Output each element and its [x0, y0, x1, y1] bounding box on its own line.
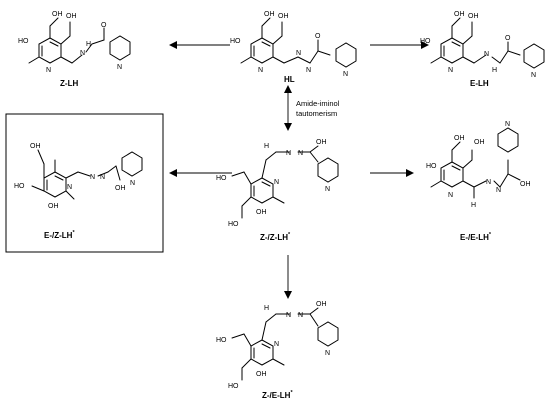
zzlh-h: H: [264, 143, 269, 150]
eelh-py-n: N: [505, 121, 510, 128]
arrow-label-line2: tautomerism: [296, 109, 337, 118]
hl-n2: N: [306, 67, 311, 74]
elh-ring-n: N: [448, 67, 453, 74]
zlh-oh-2: OH: [66, 13, 77, 20]
ezlh-oh-2: OH: [48, 203, 59, 210]
label-zz-lh: Z-/Z-LH*: [260, 232, 291, 242]
zlh-nh: H: [86, 41, 91, 48]
zelh-oh-1: OH: [316, 301, 327, 308]
eelh-ring-n: N: [448, 192, 453, 199]
structure-hl: [240, 17, 357, 68]
elh-ho: HO: [420, 38, 431, 45]
structure-zz-lh: [231, 145, 339, 219]
zelh-ring-n: N: [274, 341, 279, 348]
label-ee-lh: E-/E-LH*: [460, 232, 492, 242]
structure-ze-lh: [231, 307, 339, 381]
ezlh-ring-n: N: [67, 184, 72, 191]
zzlh-ho-1: HO: [216, 175, 227, 182]
eelh-h: H: [471, 202, 476, 209]
zelh-ho-2: HO: [228, 383, 239, 390]
eelh-n1: N: [486, 179, 491, 186]
structure-e-lh: [430, 17, 545, 69]
zzlh-oh-2: OH: [256, 209, 267, 216]
ezlh-oh-3: OH: [115, 185, 126, 192]
zzlh-ho-2: HO: [228, 221, 239, 228]
label-ez-lh: E-/Z-LH*: [44, 230, 75, 240]
elh-oh-1: OH: [454, 11, 465, 18]
zelh-py-n: N: [325, 350, 330, 357]
hl-oh-2: OH: [278, 13, 289, 20]
ezlh-py-n: N: [130, 180, 135, 187]
structure-ee-lh: [430, 127, 521, 199]
zzlh-n2: N: [298, 150, 303, 157]
zlh-ring-n: N: [46, 67, 51, 74]
zlh-py-n: N: [117, 64, 122, 71]
ezlh-oh-1: OH: [30, 143, 41, 150]
eelh-oh-3: OH: [520, 181, 531, 188]
eelh-n2: N: [496, 187, 501, 194]
structure-z-lh: [28, 17, 131, 64]
ezlh-n2: N: [100, 174, 105, 181]
elh-nh: H: [492, 67, 497, 74]
elh-n: N: [484, 51, 489, 58]
hl-o: O: [315, 33, 321, 40]
label-z-lh: Z-LH: [60, 79, 78, 88]
zelh-n2: N: [298, 312, 303, 319]
zzlh-n1: N: [286, 150, 291, 157]
ezlh-ho: HO: [14, 183, 25, 190]
ezlh-n1: N: [90, 174, 95, 181]
hl-py-n: N: [343, 71, 348, 78]
highlight-box: [5, 113, 164, 253]
zelh-oh-2: OH: [256, 371, 267, 378]
zlh-oh-1: OH: [52, 11, 63, 18]
zelh-h: H: [264, 305, 269, 312]
zlh-ho: HO: [18, 38, 29, 45]
hl-ho: HO: [230, 38, 241, 45]
arrow-label-line1: Amide-iminol: [296, 99, 340, 108]
elh-py-n: N: [531, 72, 536, 79]
structure-ez-lh: [31, 149, 143, 200]
eelh-oh-2: OH: [474, 139, 485, 146]
zelh-ho-1: HO: [216, 337, 227, 344]
zzlh-ring-n: N: [274, 179, 279, 186]
zzlh-py-n: N: [325, 186, 330, 193]
eelh-oh-1: OH: [454, 135, 465, 142]
zlh-n: N: [80, 50, 85, 57]
eelh-ho: HO: [426, 163, 437, 170]
hl-oh-1: OH: [264, 11, 275, 18]
hl-ring-n: N: [258, 67, 263, 74]
zzlh-oh-1: OH: [316, 139, 327, 146]
hl-n1: N: [296, 50, 301, 57]
label-ze-lh: Z-/E-LH*: [262, 390, 293, 400]
elh-oh-2: OH: [468, 13, 479, 20]
elh-o: O: [505, 35, 511, 42]
label-e-lh: E-LH: [470, 79, 489, 88]
label-hl: HL: [284, 75, 295, 84]
zelh-n1: N: [286, 312, 291, 319]
zlh-o: O: [101, 22, 107, 29]
